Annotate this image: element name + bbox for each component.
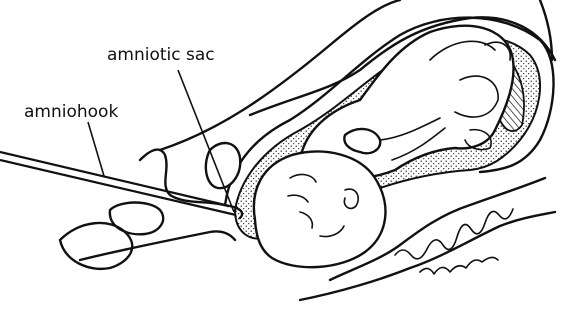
- perineum: [60, 223, 132, 269]
- sacrum-vertebrae: [395, 209, 513, 259]
- amniohook-leader: [88, 122, 104, 176]
- vaginal-canal-lower: [80, 231, 235, 260]
- amniotic-sac-label: amniotic sac: [107, 47, 215, 64]
- fetus-head: [254, 152, 386, 268]
- amniohook-shaft-upper: [0, 152, 238, 208]
- amniohook-label: amniohook: [24, 104, 118, 121]
- vulva: [110, 203, 163, 235]
- pubic-bone: [206, 143, 240, 188]
